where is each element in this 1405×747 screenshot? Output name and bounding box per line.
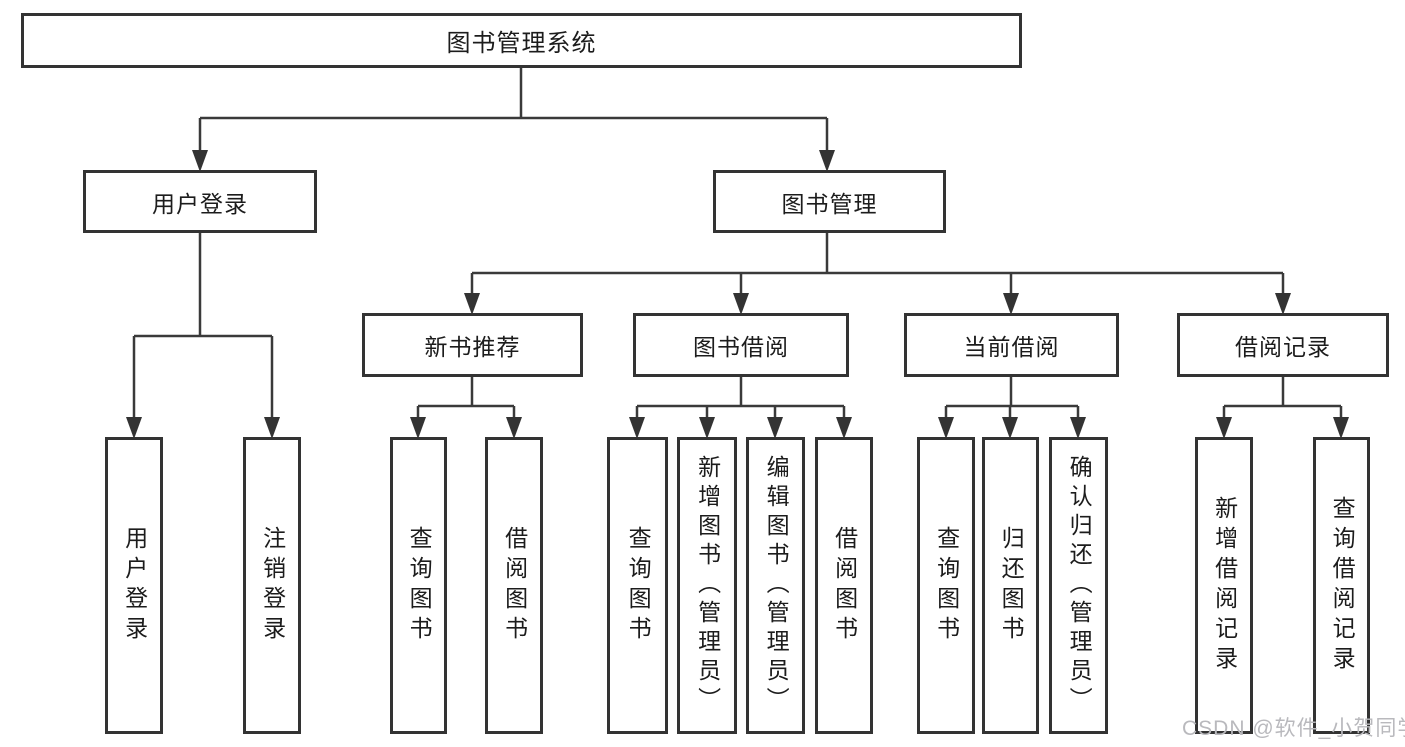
node-label: 图书管理系统 (446, 30, 597, 57)
node-root: 图书管理系统 (21, 13, 1022, 68)
node-label: 确认归还（管理员） (1066, 455, 1093, 716)
node-label: 查询借阅记录 (1329, 495, 1356, 676)
leaf-borrow-books-recommend: 借阅图书 (485, 437, 543, 734)
node-label: 用户登录 (121, 525, 148, 646)
leaf-query-books-recommend: 查询图书 (390, 437, 447, 734)
leaf-edit-book-admin: 编辑图书（管理员） (746, 437, 805, 734)
node-label: 编辑图书（管理员） (763, 455, 790, 716)
node-label: 图书管理 (781, 190, 878, 217)
leaf-user-login: 用户登录 (105, 437, 163, 734)
node-new-book-recommend: 新书推荐 (362, 313, 583, 377)
node-label: 借阅图书 (831, 525, 858, 646)
node-book-borrow: 图书借阅 (633, 313, 849, 377)
node-label: 查询图书 (625, 525, 652, 646)
node-book-management-module: 图书管理 (713, 170, 946, 233)
node-label: 查询图书 (933, 525, 960, 646)
node-borrow-records: 借阅记录 (1177, 313, 1389, 377)
node-label: 归还图书 (998, 525, 1025, 646)
leaf-add-book-admin: 新增图书（管理员） (677, 437, 737, 734)
node-label: 借阅图书 (501, 525, 528, 646)
watermark: CSDN @软件_小贺同学 (1182, 717, 1405, 740)
node-current-borrow: 当前借阅 (904, 313, 1119, 377)
node-label: 图书借阅 (693, 334, 789, 360)
node-label: 新增借阅记录 (1211, 495, 1238, 676)
node-label: 新增图书（管理员） (694, 455, 721, 716)
node-label: 借阅记录 (1235, 334, 1331, 360)
leaf-add-borrow-record: 新增借阅记录 (1195, 437, 1253, 734)
node-label: 新书推荐 (424, 334, 521, 360)
node-label: 用户登录 (152, 190, 248, 217)
node-user-login-module: 用户登录 (83, 170, 317, 233)
node-label: 当前借阅 (963, 334, 1060, 360)
leaf-confirm-return-admin: 确认归还（管理员） (1049, 437, 1108, 734)
leaf-borrow-books: 借阅图书 (815, 437, 873, 734)
leaf-logout: 注销登录 (243, 437, 301, 734)
leaf-query-books-borrow: 查询图书 (607, 437, 668, 734)
leaf-return-book: 归还图书 (982, 437, 1039, 734)
leaf-query-borrow-record: 查询借阅记录 (1313, 437, 1370, 734)
node-label: 注销登录 (259, 525, 286, 646)
leaf-query-books-current: 查询图书 (917, 437, 975, 734)
node-label: 查询图书 (406, 525, 433, 646)
